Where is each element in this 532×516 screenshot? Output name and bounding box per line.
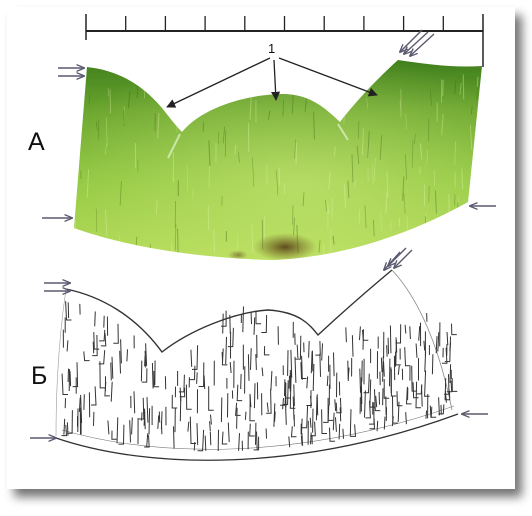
hatch-stroke	[410, 326, 411, 339]
texture-streak	[477, 77, 478, 87]
texture-streak	[175, 224, 176, 250]
hatch-stroke	[384, 417, 385, 430]
hatch-stroke	[205, 436, 206, 451]
hatch-stroke	[197, 372, 198, 383]
hatch-stroke	[309, 341, 310, 358]
hatch-stroke	[450, 364, 451, 383]
hatch-stroke	[256, 354, 257, 370]
hatch-stroke	[248, 354, 249, 381]
hatch-stroke	[311, 433, 312, 445]
panel-label-a: А	[28, 128, 45, 157]
texture-streak	[235, 145, 236, 154]
hatch-stroke	[327, 376, 328, 386]
hatch-stroke	[286, 406, 287, 425]
hatch-stroke	[377, 421, 378, 431]
hatch-stroke	[297, 345, 298, 359]
hatch-stroke	[145, 356, 146, 367]
hatch-stroke	[223, 314, 224, 334]
hatch-stroke	[127, 349, 128, 361]
hatch-stroke	[251, 348, 252, 370]
hatch-stroke	[132, 418, 133, 435]
hatch-stroke	[286, 382, 287, 407]
hatch-stroke	[383, 356, 384, 381]
texture-streak	[214, 229, 215, 253]
hatch-stroke	[222, 352, 223, 362]
hatch-stroke	[405, 325, 406, 334]
hatch-stroke	[339, 424, 340, 440]
hatch-stroke	[230, 315, 231, 334]
hatch-stroke	[210, 421, 211, 431]
hatch-stroke	[257, 432, 258, 451]
hatch-stroke	[237, 408, 238, 429]
hatch-stroke	[336, 403, 337, 412]
texture-streak	[178, 229, 179, 256]
hatch-stroke	[334, 353, 335, 377]
hatch-stroke	[381, 358, 382, 373]
hatch-stroke	[343, 429, 344, 439]
hatch-stroke	[430, 406, 431, 418]
dark-stain	[253, 233, 317, 261]
hatch-stroke	[360, 369, 361, 393]
hatch-stroke	[111, 363, 112, 381]
hatch-stroke	[406, 412, 407, 424]
hatch-stroke	[340, 407, 341, 421]
hatch-stroke	[197, 423, 198, 445]
texture-streak	[391, 221, 392, 231]
hatch-stroke	[352, 335, 353, 357]
hatch-stroke	[180, 396, 181, 421]
texture-streak	[110, 89, 111, 113]
hatch-stroke	[302, 419, 303, 435]
hatch-stroke	[144, 411, 145, 425]
hatch-stroke	[93, 342, 94, 354]
hatch-stroke	[320, 354, 321, 377]
hatch-stroke	[161, 422, 162, 435]
hatch-stroke	[70, 371, 71, 386]
texture-streak	[355, 180, 356, 188]
hatch-stroke	[348, 361, 349, 381]
hatch-stroke	[432, 354, 433, 374]
hatch-stroke	[194, 442, 195, 451]
hatch-stroke	[254, 317, 255, 335]
texture-streak	[225, 130, 226, 156]
hatch-stroke	[210, 432, 211, 445]
hatch-stroke	[95, 312, 96, 327]
hatch-stroke	[134, 391, 135, 413]
hatch-stroke	[254, 383, 255, 408]
hatch-stroke	[346, 327, 347, 342]
hatch-stroke	[390, 326, 391, 354]
callout-label: 1	[268, 41, 275, 56]
hatch-stroke	[302, 356, 303, 380]
hatch-stroke	[426, 411, 427, 419]
hatch-stroke	[317, 394, 318, 415]
hatch-stroke	[174, 426, 175, 448]
hatch-stroke	[152, 363, 153, 389]
hatch-stroke	[243, 307, 244, 333]
hatch-stroke	[313, 364, 314, 391]
hatch-stroke	[204, 375, 205, 389]
hatch-stroke	[275, 412, 276, 422]
panel-label-b: Б	[31, 362, 47, 391]
hatch-stroke	[245, 412, 246, 420]
hatch-stroke	[149, 408, 150, 434]
hatch-stroke	[350, 409, 351, 437]
